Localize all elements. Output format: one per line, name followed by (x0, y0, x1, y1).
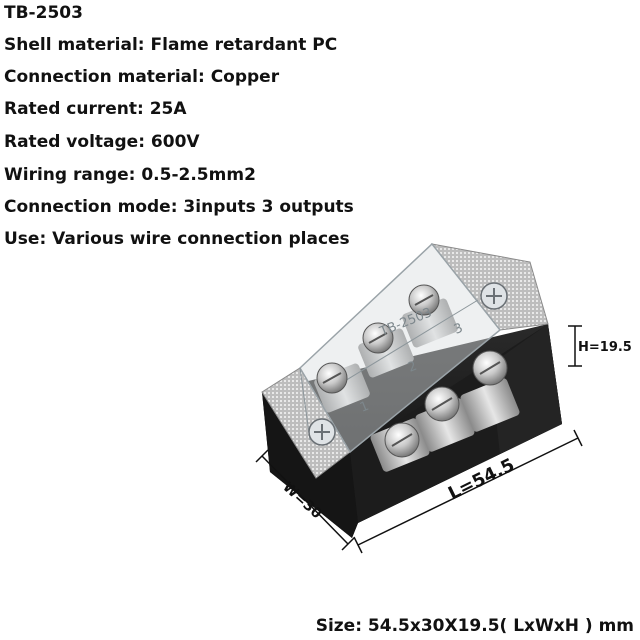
height-label: H=19.5 (578, 340, 632, 355)
height-dimension (568, 325, 582, 367)
cover-divider-line (329, 299, 479, 391)
spec-shell-material: Shell material: Flame retardant PC (4, 35, 338, 55)
mounting-screws (308, 282, 508, 446)
spec-rated-current: Rated current: 25A (4, 99, 187, 119)
size-caption: Size: 54.5x30X19.5( LxWxH ) mm (315, 616, 634, 636)
spec-connection-mode: Connection mode: 3inputs 3 outputs (4, 197, 354, 217)
spec-wiring-range: Wiring range: 0.5-2.5mm2 (4, 165, 256, 185)
spec-rated-voltage: Rated voltage: 600V (4, 132, 200, 152)
spec-connection-material: Connection material: Copper (4, 67, 280, 87)
length-dimension (353, 429, 583, 554)
screw-heads (316, 284, 508, 458)
model-title: TB-2503 (4, 3, 83, 23)
spec-use: Use: Various wire connection places (4, 229, 350, 249)
width-dimension (255, 449, 355, 551)
